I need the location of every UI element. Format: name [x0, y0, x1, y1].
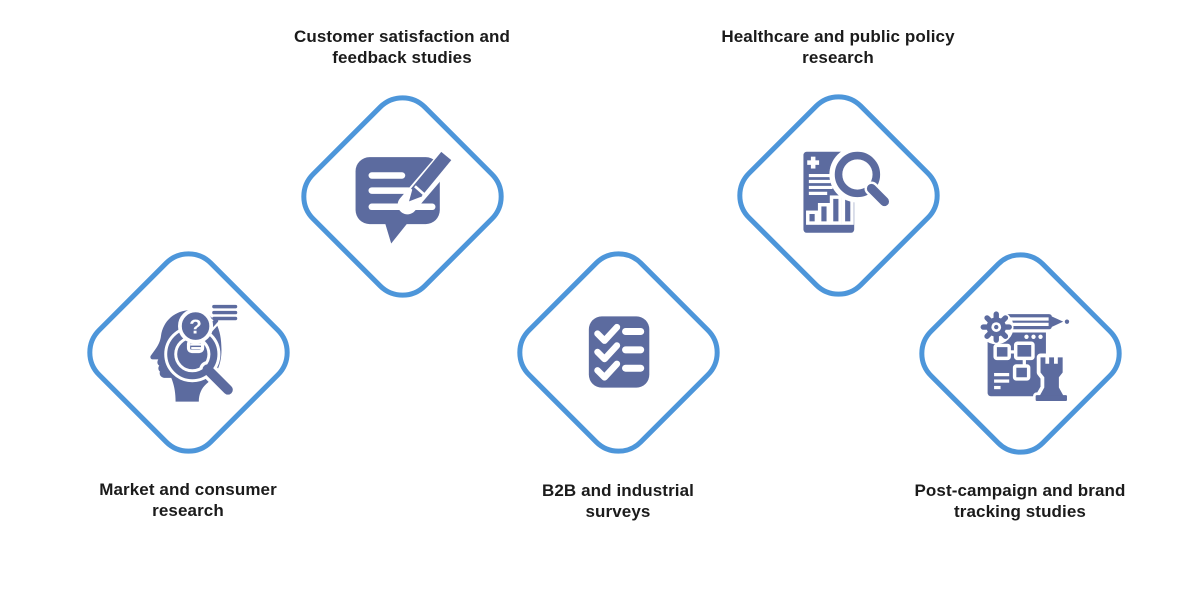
node-label: Healthcare and public policy research [721, 27, 955, 67]
speech-bubble-pen-icon [355, 142, 456, 244]
head-lightbulb-magnifier-icon: ? [150, 304, 238, 402]
checklist-icon [588, 316, 650, 388]
campaign-window-gear-rook-icon [978, 309, 1070, 404]
node-label: Market and consumer research [99, 480, 277, 520]
report-magnifier-icon [803, 146, 892, 233]
node-label: Post-campaign and brand tracking studies [914, 481, 1126, 521]
node-label: Customer satisfaction and feedback studi… [294, 27, 510, 67]
node-label: B2B and industrial surveys [542, 481, 694, 521]
svg-text:?: ? [189, 316, 202, 339]
